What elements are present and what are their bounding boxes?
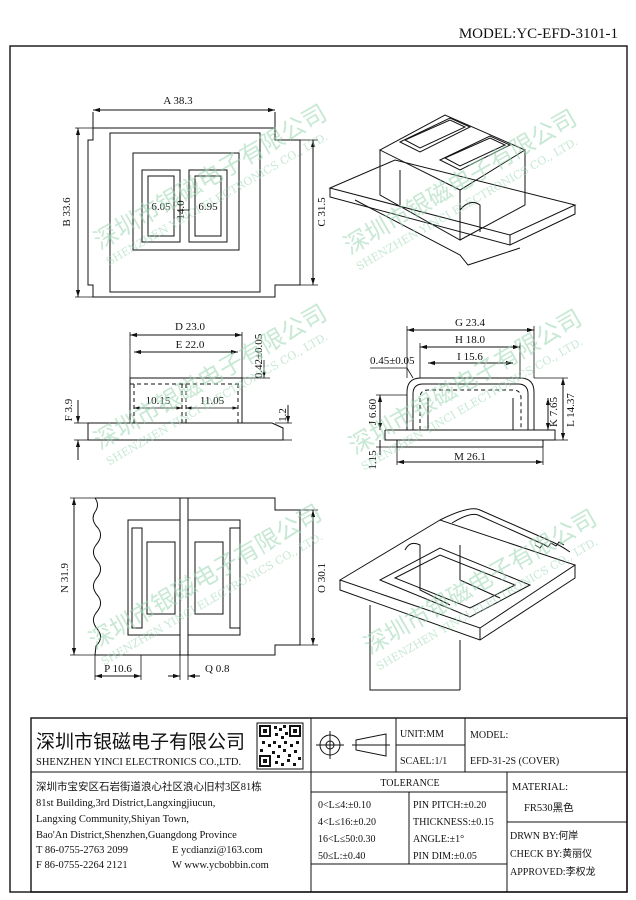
material-label: MATERIAL: (512, 782, 568, 793)
dim-L: L 14.37 (565, 393, 577, 427)
company-name-en: SHENZHEN YINCI ELECTRONICS CO.,LTD. (36, 757, 241, 768)
dim-E: E 22.0 (176, 339, 205, 351)
watermark-en: SHENZHEN YINCI ELECTRONICS CO., LTD. (104, 130, 330, 268)
scale-label: SCAEL:1/1 (400, 756, 447, 767)
watermark-5: 深圳市银磁电子有限公司 SHENZHEN YINCI ELECTRONICS C… (84, 499, 327, 668)
address-en-2: Langxing Community,Shiyan Town, (36, 814, 189, 825)
dim-6-05: 6.05 (151, 201, 171, 213)
bottom-view (70, 497, 318, 680)
watermark-en: SHENZHEN YINCI ELECTRONICS CO., LTD. (104, 330, 330, 468)
iso-view-top (328, 114, 577, 266)
dim-0-45: 0.45±0.05 (370, 355, 415, 367)
angle: ANGLE:±1° (413, 834, 464, 845)
dim-F: F 3.9 (63, 398, 75, 421)
dim-11-05: 11.05 (200, 395, 225, 407)
dim-10-15: 10.15 (146, 395, 171, 407)
approved-by: APPROVED:李权龙 (510, 865, 596, 878)
watermark-cn: 深圳市银磁电子有限公司 (89, 299, 332, 455)
unit-label: UNIT:MM (400, 729, 444, 740)
front-view (74, 332, 292, 460)
drawn-by: DRWN BY:何岸 (510, 829, 578, 842)
address-cn: 深圳市宝安区石岩街道浪心社区浪心旧村3区81栋 (36, 780, 262, 793)
tolerance-1: 0<L≤4:±0.10 (318, 800, 371, 811)
tolerance-title: TOLERANCE (380, 778, 439, 789)
dim-P: P 10.6 (104, 663, 132, 675)
dim-I: I 15.6 (457, 351, 483, 363)
tolerance-3: 16<L≤50:0.30 (318, 834, 376, 845)
website: W www.ycbobbin.com (172, 860, 269, 871)
address-en-3: Bao'An District,Shenzhen,Guangdong Provi… (36, 830, 237, 841)
email: E ycdianzi@163.com (172, 845, 263, 856)
company-name-cn: 深圳市银磁电子有限公司 (36, 731, 245, 753)
dim-G: G 23.4 (455, 317, 485, 329)
dim-1-15: 1.15 (367, 450, 379, 470)
watermark-en: SHENZHEN YINCI ELECTRONICS CO., LTD. (354, 135, 580, 273)
watermark-1: 深圳市银磁电子有限公司 SHENZHEN YINCI ELECTRONICS C… (339, 104, 582, 273)
material-value: FR530黑色 (524, 801, 574, 814)
dim-1-2: 1.2 (277, 408, 289, 422)
watermark-en: SHENZHEN YINCI ELECTRONICS CO., LTD. (374, 535, 600, 673)
fax: F 86-0755-2264 2121 (36, 860, 128, 871)
side-view (370, 326, 568, 465)
watermark-3: 深圳市银磁电子有限公司 SHENZHEN YINCI ELECTRONICS C… (89, 299, 332, 468)
watermark-cn: 深圳市银磁电子有限公司 (89, 99, 332, 255)
tolerance-4: 50≤L:±0.40 (318, 851, 365, 862)
watermark-2: 深圳市银磁电子有限公司 SHENZHEN YINCI ELECTRONICS C… (89, 99, 332, 268)
dim-K: K 7.65 (548, 397, 560, 427)
qr-code-icon (259, 725, 301, 767)
pin-pitch: PIN PITCH:±0.20 (413, 800, 486, 811)
watermark-cn: 深圳市银磁电子有限公司 (84, 499, 327, 655)
dim-M: M 26.1 (454, 451, 486, 463)
dim-Q: Q 0.8 (205, 663, 230, 675)
checked-by: CHECK BY:黄丽仪 (510, 847, 592, 860)
dim-O: O 30.1 (316, 563, 328, 593)
dim-B: B 33.6 (61, 197, 73, 227)
dim-N: N 31.9 (59, 563, 71, 593)
dim-14-0: 14.0 (175, 200, 187, 220)
pin-dim: PIN DIM:±0.05 (413, 851, 477, 862)
dim-A: A 38.3 (163, 95, 193, 107)
iso-view-bottom (338, 508, 577, 691)
tel: T 86-0755-2763 2099 (36, 845, 128, 856)
dim-C: C 31.5 (316, 197, 328, 227)
projection-symbol-icon (316, 731, 390, 759)
watermark-en: SHENZHEN YINCI ELECTRONICS CO., LTD. (99, 530, 325, 668)
model-label: MODEL: (470, 730, 508, 741)
watermark-4: 深圳市银磁电子有限公司 SHENZHEN YINCI ELECTRONICS C… (344, 304, 587, 473)
thickness: THICKNESS:±0.15 (413, 817, 494, 828)
model-header: MODEL:YC-EFD-3101-1 (459, 26, 618, 42)
dim-H: H 18.0 (455, 334, 485, 346)
dim-D: D 23.0 (175, 321, 205, 333)
model-value: EFD-31-2S (COVER) (470, 756, 559, 767)
dim-J: J 6.60 (367, 398, 379, 425)
top-view (75, 107, 318, 298)
address-en-1: 81st Building,3rd District,Langxingjiucu… (36, 798, 215, 809)
tolerance-2: 4<L≤16:±0.20 (318, 817, 376, 828)
dim-0-42: 0.42±0.05 (253, 333, 265, 378)
dim-6-95: 6.95 (198, 201, 218, 213)
watermark-6: 深圳市银磁电子有限公司 SHENZHEN YINCI ELECTRONICS C… (359, 504, 602, 673)
